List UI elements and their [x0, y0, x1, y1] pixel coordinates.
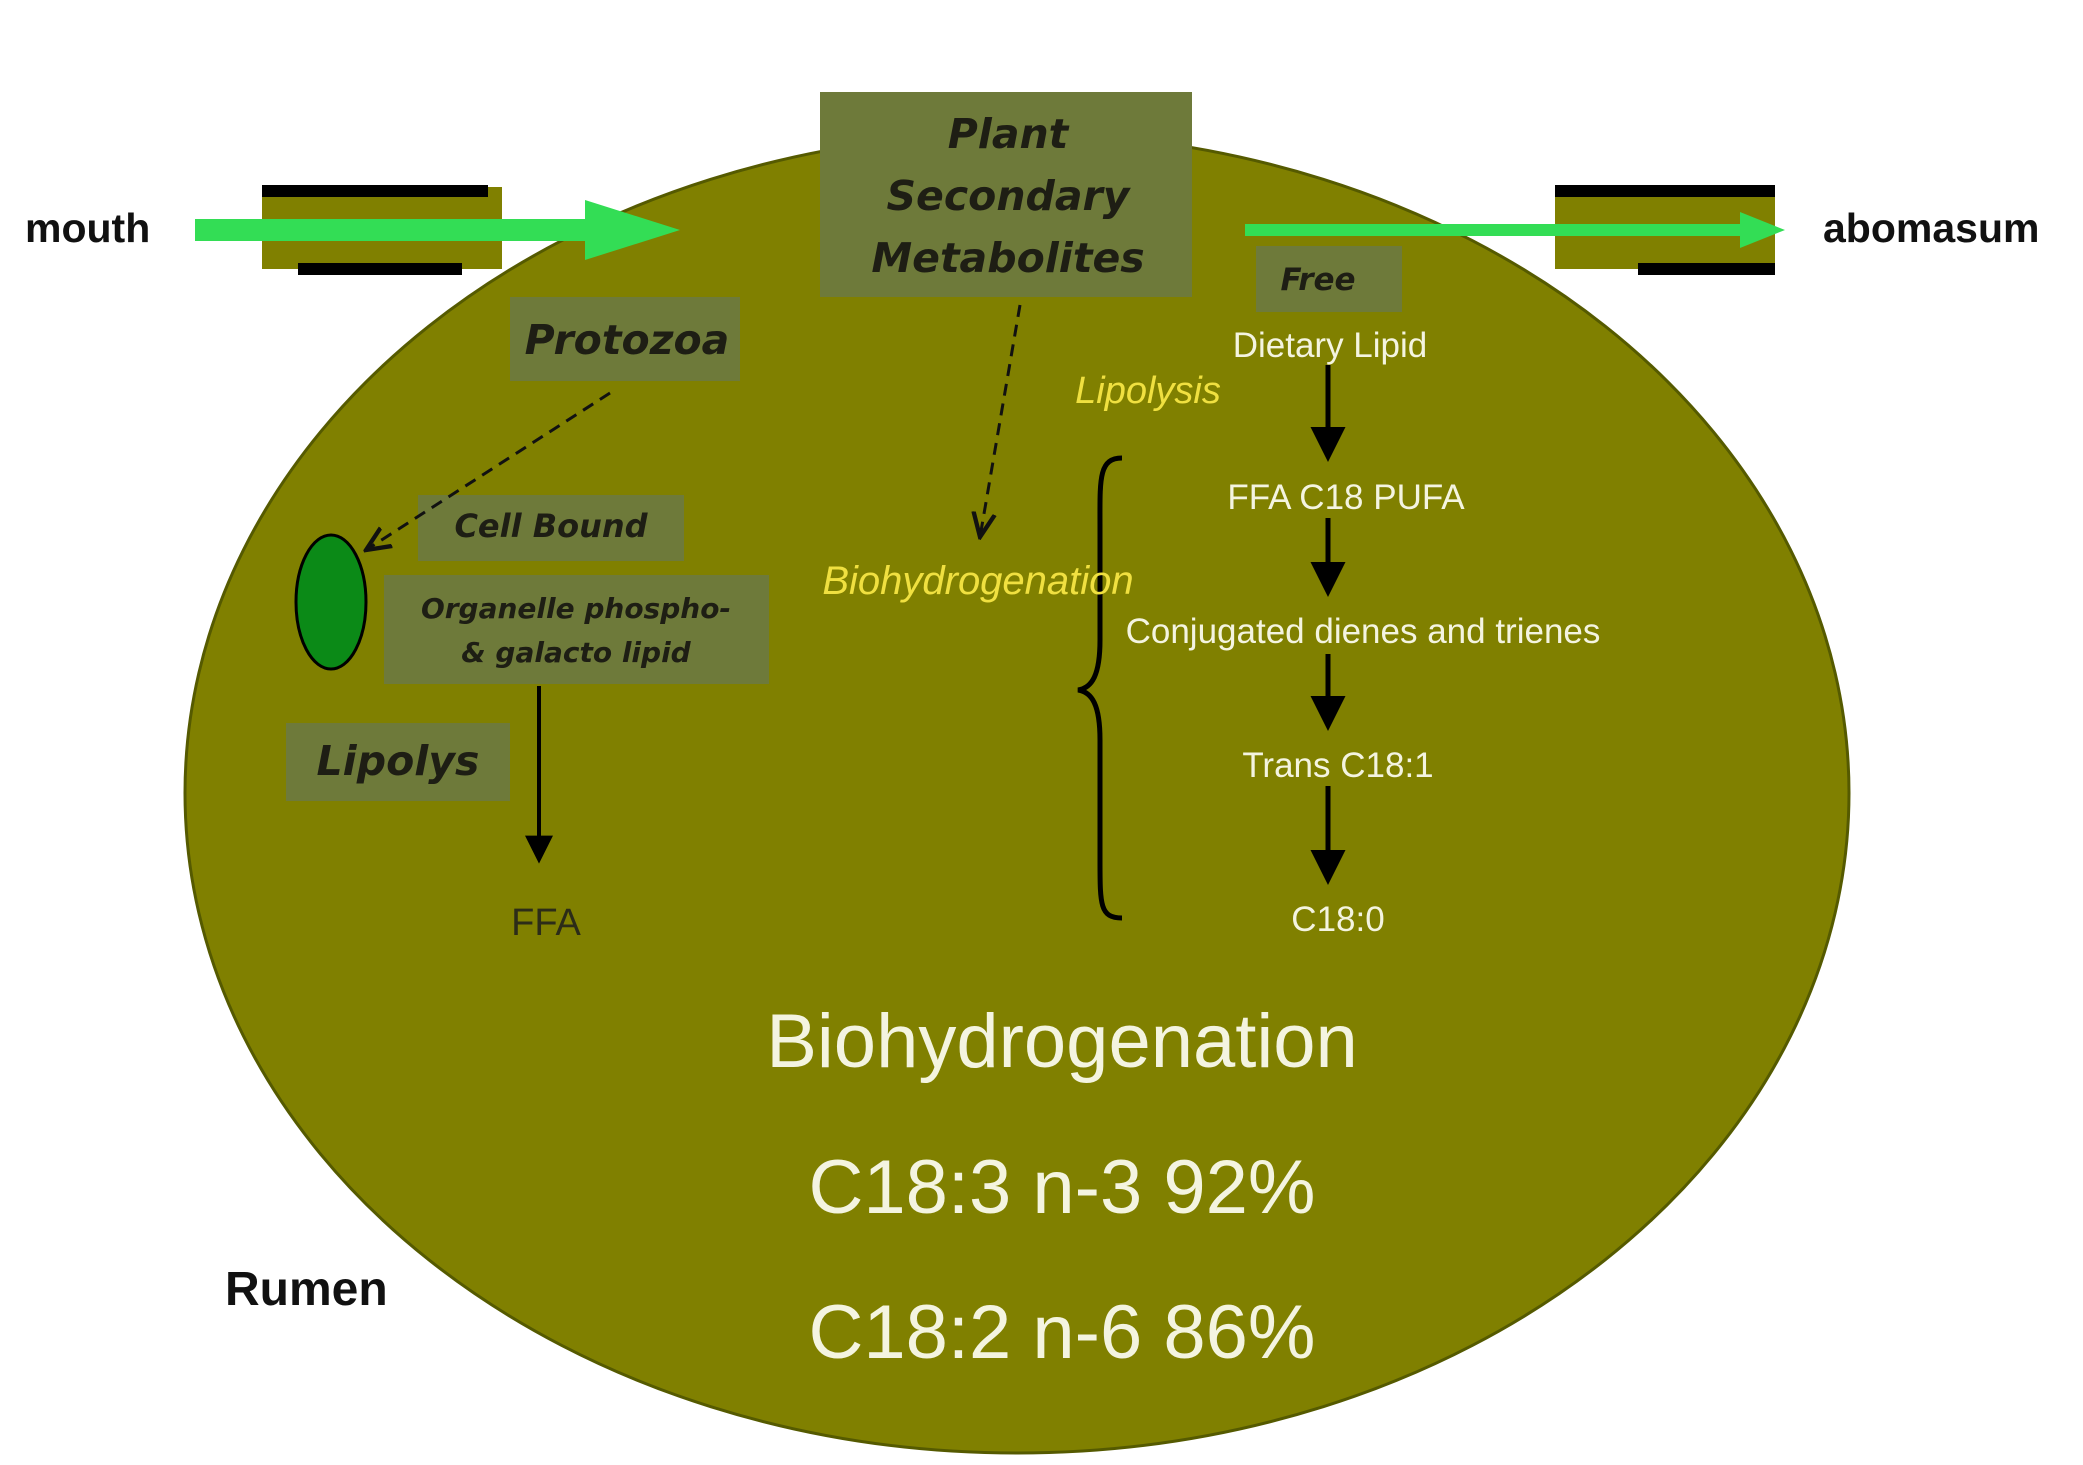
biohydrogenation-pathway-label: Biohydrogenation: [822, 559, 1133, 603]
summary-title: Biohydrogenation: [766, 999, 1358, 1084]
mouth-label: mouth: [25, 205, 150, 251]
lipolys-label: Lipolys: [317, 737, 480, 785]
conjugated-label: Conjugated dienes and trienes: [1126, 612, 1601, 651]
rumen-label: Rumen: [225, 1263, 388, 1316]
cell-organelle: [294, 533, 368, 671]
organelle-label-line2: & galacto lipid: [461, 636, 691, 669]
trans-c18-1-label: Trans C18:1: [1242, 746, 1433, 785]
free-box: [1256, 246, 1402, 312]
lipolys-box: [286, 723, 510, 801]
dietary-lipid-label: Dietary Lipid: [1233, 326, 1428, 365]
summary-line-2: C18:2 n-6 86%: [809, 1290, 1316, 1375]
c18-0-label: C18:0: [1291, 900, 1384, 939]
free-label: Free: [1280, 262, 1355, 298]
cell-bound-label: Cell Bound: [454, 507, 648, 545]
plant-metabolites-box: [820, 92, 1192, 297]
cell-bound-box: [418, 495, 684, 561]
organelle-lipid-box: [384, 575, 769, 684]
ffa-c18-pufa-label: FFA C18 PUFA: [1227, 478, 1465, 517]
biohydrogenation-brace: [1077, 455, 1123, 921]
inflow-arrow-head: [585, 200, 680, 260]
ffa-label: FFA: [511, 902, 581, 944]
plant-label-line3: Metabolites: [871, 234, 1144, 282]
outflow-arrow-head: [1740, 212, 1785, 248]
abomasum-label: abomasum: [1823, 205, 2039, 251]
organelle-label-line1: Organelle phospho-: [421, 592, 731, 625]
plant-label-line2: Secondary: [887, 172, 1132, 220]
protozoa-box: [510, 297, 740, 381]
plant-label-line1: Plant: [948, 110, 1070, 158]
lipolysis-label: Lipolysis: [1075, 370, 1221, 412]
protozoa-label: Protozoa: [525, 316, 730, 364]
protozoa-to-cell-arrow: [366, 391, 611, 550]
summary-line-1: C18:3 n-3 92%: [809, 1145, 1316, 1230]
